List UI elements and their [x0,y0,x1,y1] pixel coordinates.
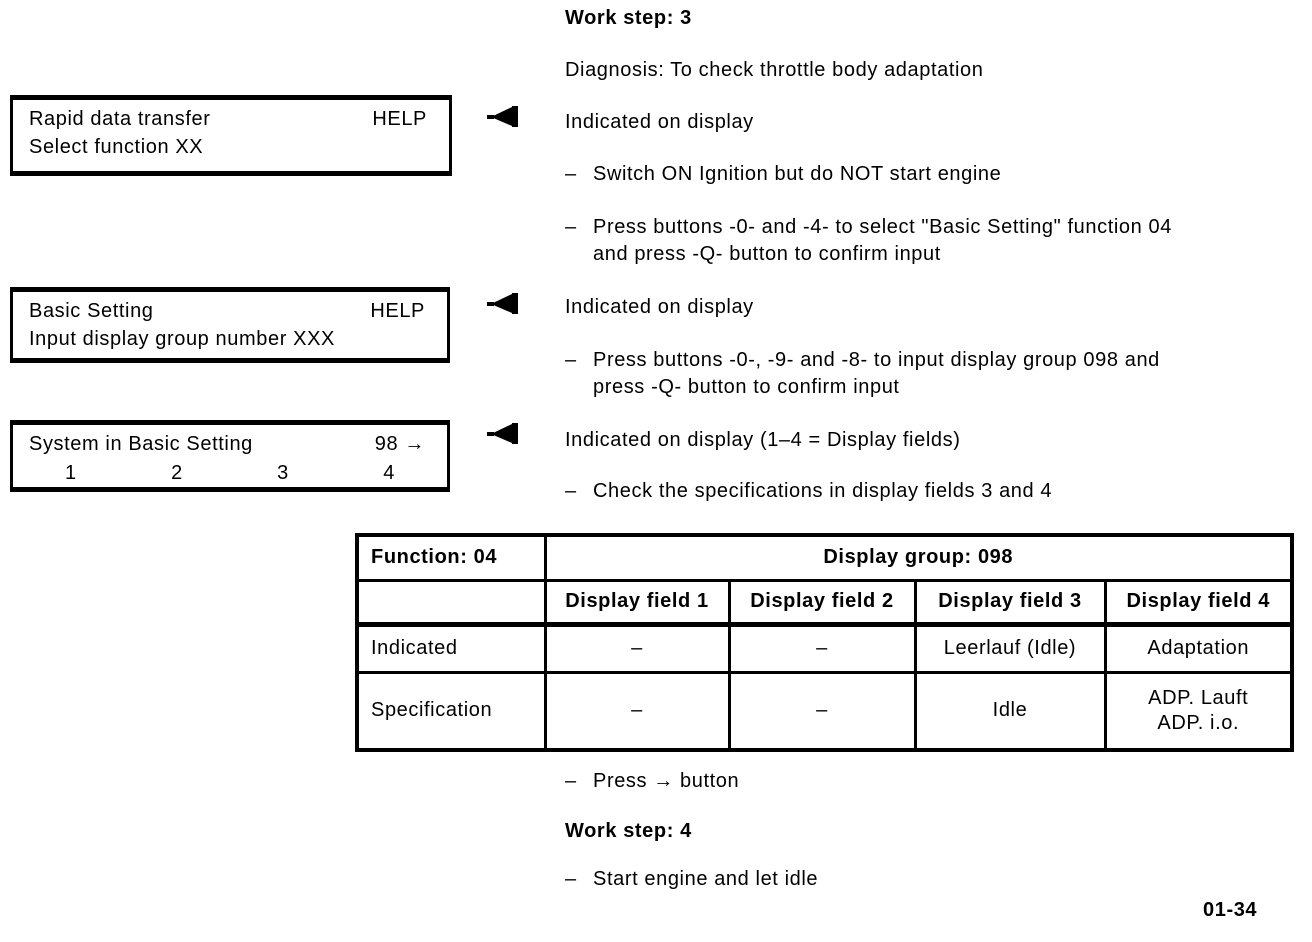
indicated-field-1: – [543,622,731,674]
bullet-dash: – [565,480,577,502]
indicator-arrow-icon [487,292,519,315]
page-number: 01-34 [1203,899,1258,921]
specification-field-2: – [727,670,917,752]
work-step-4-heading: Work step: 4 [565,820,692,842]
col-header-display-field-2: Display field 2 [727,578,917,627]
spec-table: Function: 04 Display group: 098 Display … [355,533,1294,752]
field-number-3: 3 [277,462,289,484]
indicated-on-display-3: Indicated on display (1–4 = Display fiel… [565,429,961,451]
field-number-2: 2 [171,462,183,484]
bullet-dash: – [565,216,577,238]
indicated-on-display-1: Indicated on display [565,111,754,133]
col-header-display-field-4: Display field 4 [1103,578,1294,627]
function-label: Function: 04 [355,533,547,582]
bullet-text-line-1: Press buttons -0- and -4- to select "Bas… [593,216,1172,238]
bullet-press-arrow-button: – Press → button [565,768,739,795]
display-box-rapid-data-transfer: Rapid data transfer HELP Select function… [10,95,452,176]
bullet-dash: – [565,163,577,185]
bullet-check-specifications: – Check the specifications in display fi… [565,478,1052,505]
bullet-dash: – [565,770,577,792]
indicated-field-2: – [727,622,917,674]
bullet-start-engine: – Start engine and let idle [565,866,818,893]
work-step-3-heading: Work step: 3 [565,7,692,29]
display-group-number: 98 → [374,433,425,455]
indicated-field-4: Adaptation [1103,622,1294,674]
bullet-dash: – [565,868,577,890]
specification-field-1: – [543,670,731,752]
indicated-on-display-2: Indicated on display [565,296,754,318]
bullet-text-line-2: and press -Q- button to confirm input [593,243,941,265]
specification-field-4: ADP. Lauft ADP. i.o. [1103,670,1294,752]
display-line-1: System in Basic Setting [29,433,253,455]
indicated-field-3: Leerlauf (Idle) [913,622,1107,674]
empty-cell [355,578,547,627]
field-number-1: 1 [65,462,77,484]
table-header-row: Function: 04 Display group: 098 [355,533,1294,582]
bullet-text: Check the specifications in display fiel… [593,480,1053,502]
display-help-label: HELP [370,300,425,322]
indicator-arrow-icon [487,422,519,445]
diagnosis-text: Diagnosis: To check throttle body adapta… [565,59,984,81]
display-line-1: Basic Setting [29,300,154,322]
table-row-specification: Specification – – Idle ADP. Lauft ADP. i… [355,670,1294,752]
bullet-dash: – [565,349,577,371]
col-header-display-field-1: Display field 1 [543,578,731,627]
table-column-header-row: Display field 1 Display field 2 Display … [355,578,1294,627]
bullet-input-display-group: – Press buttons -0-, -9- and -8- to inpu… [565,347,1160,401]
display-line-1: Rapid data transfer [29,108,211,130]
display-field-numbers: 1 2 3 4 [13,456,447,485]
bullet-switch-ignition: – Switch ON Ignition but do NOT start en… [565,161,1001,188]
col-header-display-field-3: Display field 3 [913,578,1107,627]
field-number-4: 4 [383,462,395,484]
row-label: Indicated [355,622,547,674]
display-group-label: Display group: 098 [543,533,1294,582]
specification-field-3: Idle [913,670,1107,752]
indicator-arrow-icon [487,105,519,128]
bullet-select-basic-setting: – Press buttons -0- and -4- to select "B… [565,214,1172,268]
display-help-label: HELP [372,108,427,130]
bullet-text: Switch ON Ignition but do NOT start engi… [593,163,1002,185]
bullet-text-line-1: Press buttons -0-, -9- and -8- to input … [593,349,1160,371]
row-label: Specification [355,670,547,752]
display-line-2: Input display group number XXX [29,328,335,350]
bullet-text: Press → button [593,770,740,792]
display-line-2: Select function XX [29,136,204,158]
bullet-text-line-2: press -Q- button to confirm input [593,376,900,398]
bullet-text: Start engine and let idle [593,868,819,890]
display-box-basic-setting: Basic Setting HELP Input display group n… [10,287,450,363]
display-box-system-basic-setting: System in Basic Setting 98 → 1 2 3 4 [10,420,450,492]
table-row-indicated: Indicated – – Leerlauf (Idle) Adaptation [355,622,1294,674]
